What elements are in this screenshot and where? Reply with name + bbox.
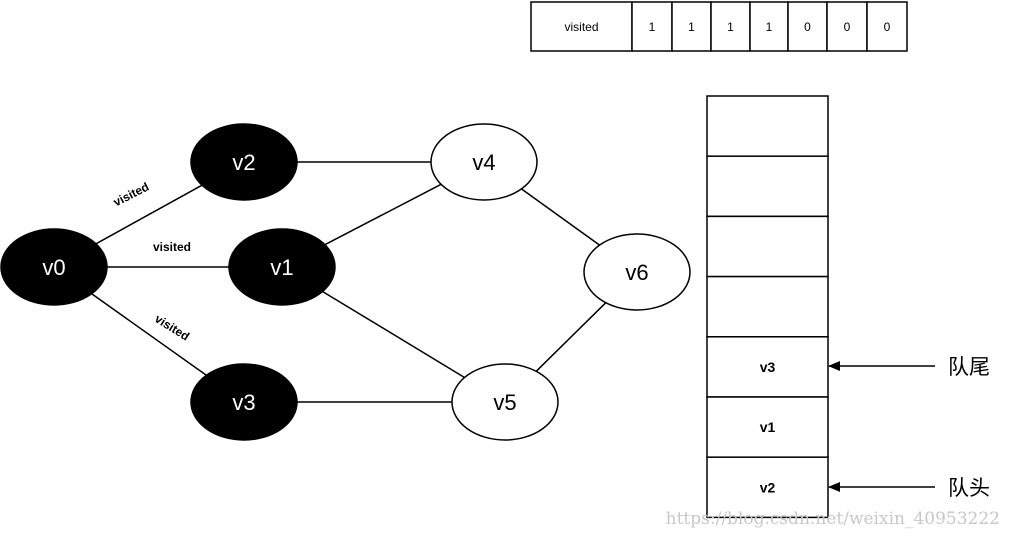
queue-cell [706,275,829,338]
visited-array-value: 1 [688,20,695,34]
node-label: v1 [270,255,293,280]
visited-array-value: 1 [727,20,734,34]
node-v0: v0 [0,228,108,306]
visited-array-cell: 0 [866,1,908,52]
visited-array-cell: 1 [710,1,751,52]
node-label: v0 [42,255,65,280]
queue-cell-label: v2 [760,479,776,495]
visited-array-value: 1 [649,20,656,34]
edge-v5-v6 [535,302,607,372]
visited-array-label-cell [530,1,633,52]
graph-edges: visited visited visited [91,161,607,403]
tail-label: 队尾 [948,355,990,379]
visited-array-value: 0 [884,20,891,34]
visited-array-cell: 0 [787,1,828,52]
visited-array-value: 1 [766,20,773,34]
watermark: https://blog.csdn.net/weixin_40953222 [666,509,1000,529]
node-label: v6 [625,260,648,285]
graph-nodes: v0 v1 v2 v3 v4 v5 v6 [0,123,691,441]
queue-cell [706,155,829,218]
queue-head-pointer: 队头 [828,476,990,500]
visited-array-value: 0 [844,20,851,34]
visited-array-cell: 0 [826,1,868,52]
edge-v4-v6 [520,188,601,246]
visited-array-value: 0 [804,20,811,34]
node-v3: v3 [190,363,298,441]
edge-label: visited [111,180,151,210]
node-v1: v1 [228,228,336,306]
edge-v0-v2 [95,184,203,245]
node-label: v4 [472,150,495,175]
queue-cell-label: v3 [760,359,776,375]
queue: v3 v1 v2 [706,95,829,519]
queue-cell: v1 [706,396,829,458]
queue-cell [706,95,829,157]
visited-array-cell: 1 [631,1,673,52]
node-label: v2 [232,150,255,175]
node-v4: v4 [430,123,538,201]
edge-label: visited [152,312,192,344]
node-label: v3 [232,390,255,415]
visited-array-cell: 1 [671,1,712,52]
edge-v1-v4 [324,183,442,246]
edge-v0-v3 [91,293,207,376]
visited-array: visited 1 1 1 1 0 0 0 [530,1,908,52]
node-label: v5 [493,390,516,415]
visited-array-cell: 1 [749,1,789,52]
queue-cell: v3 [706,336,829,398]
node-v2: v2 [190,123,298,201]
queue-cell-label: v1 [760,419,776,435]
head-label: 队头 [948,476,990,500]
queue-cell [706,215,829,278]
node-v5: v5 [451,363,559,441]
edge-label: visited [153,240,191,254]
edge-v1-v5 [322,290,465,379]
queue-tail-pointer: 队尾 [828,355,990,379]
queue-cell: v2 [706,456,829,519]
visited-array-label: visited [564,20,598,34]
node-v6: v6 [583,233,691,311]
